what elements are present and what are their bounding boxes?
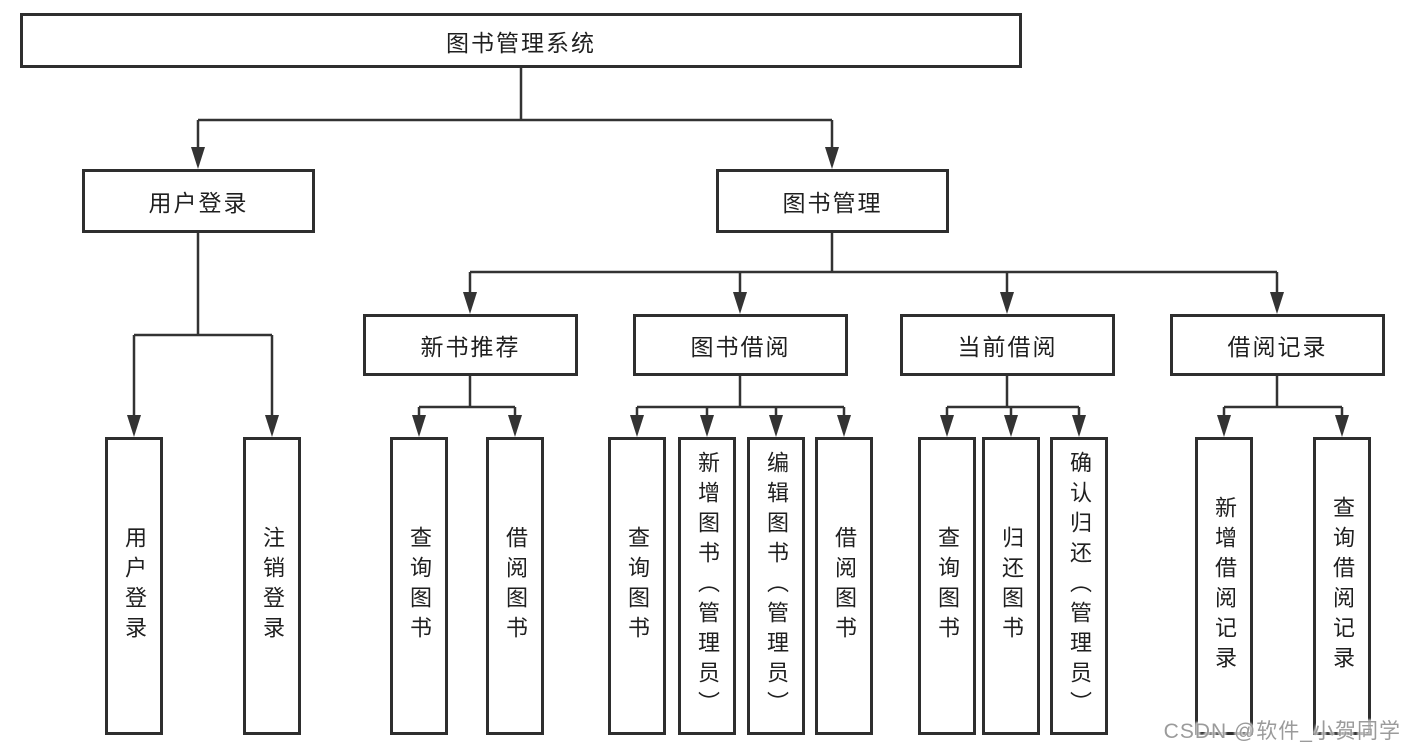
connector-current-borrow-to-children: [940, 376, 1086, 437]
node-add-book-admin: 新增图书（管理员）: [678, 437, 736, 735]
connector-borrow-records-to-children: [1217, 376, 1349, 437]
node-edit-book-admin: 编辑图书（管理员）: [747, 437, 805, 735]
node-query-borrow-record: 查询借阅记录: [1313, 437, 1371, 735]
node-user-login-action: 用户登录: [105, 437, 163, 735]
node-book-borrow: 图书借阅: [633, 314, 848, 376]
watermark: CSDN @软件_小贺同学: [1163, 720, 1401, 743]
node-borrow-books-recommend: 借阅图书: [486, 437, 544, 735]
connector-root-to-level2: [191, 68, 839, 169]
node-query-books-current: 查询图书: [918, 437, 976, 735]
node-book-management: 图书管理: [716, 169, 949, 233]
connector-book-management-to-level3: [463, 233, 1284, 314]
connector-book-borrow-to-children: [630, 376, 851, 437]
node-confirm-return-admin: 确认归还（管理员）: [1050, 437, 1108, 735]
node-borrow-records: 借阅记录: [1170, 314, 1385, 376]
node-user-login: 用户登录: [82, 169, 315, 233]
node-add-borrow-record: 新增借阅记录: [1195, 437, 1253, 735]
node-return-books: 归还图书: [982, 437, 1040, 735]
node-query-books-borrow: 查询图书: [608, 437, 666, 735]
node-new-book-recommend: 新书推荐: [363, 314, 578, 376]
node-logout-action: 注销登录: [243, 437, 301, 735]
node-root: 图书管理系统: [20, 13, 1022, 68]
connector-user-login-to-children: [127, 233, 279, 437]
connector-new-book-recommend-to-children: [412, 376, 522, 437]
node-borrow-books-borrow: 借阅图书: [815, 437, 873, 735]
node-current-borrow: 当前借阅: [900, 314, 1115, 376]
node-query-books-recommend: 查询图书: [390, 437, 448, 735]
